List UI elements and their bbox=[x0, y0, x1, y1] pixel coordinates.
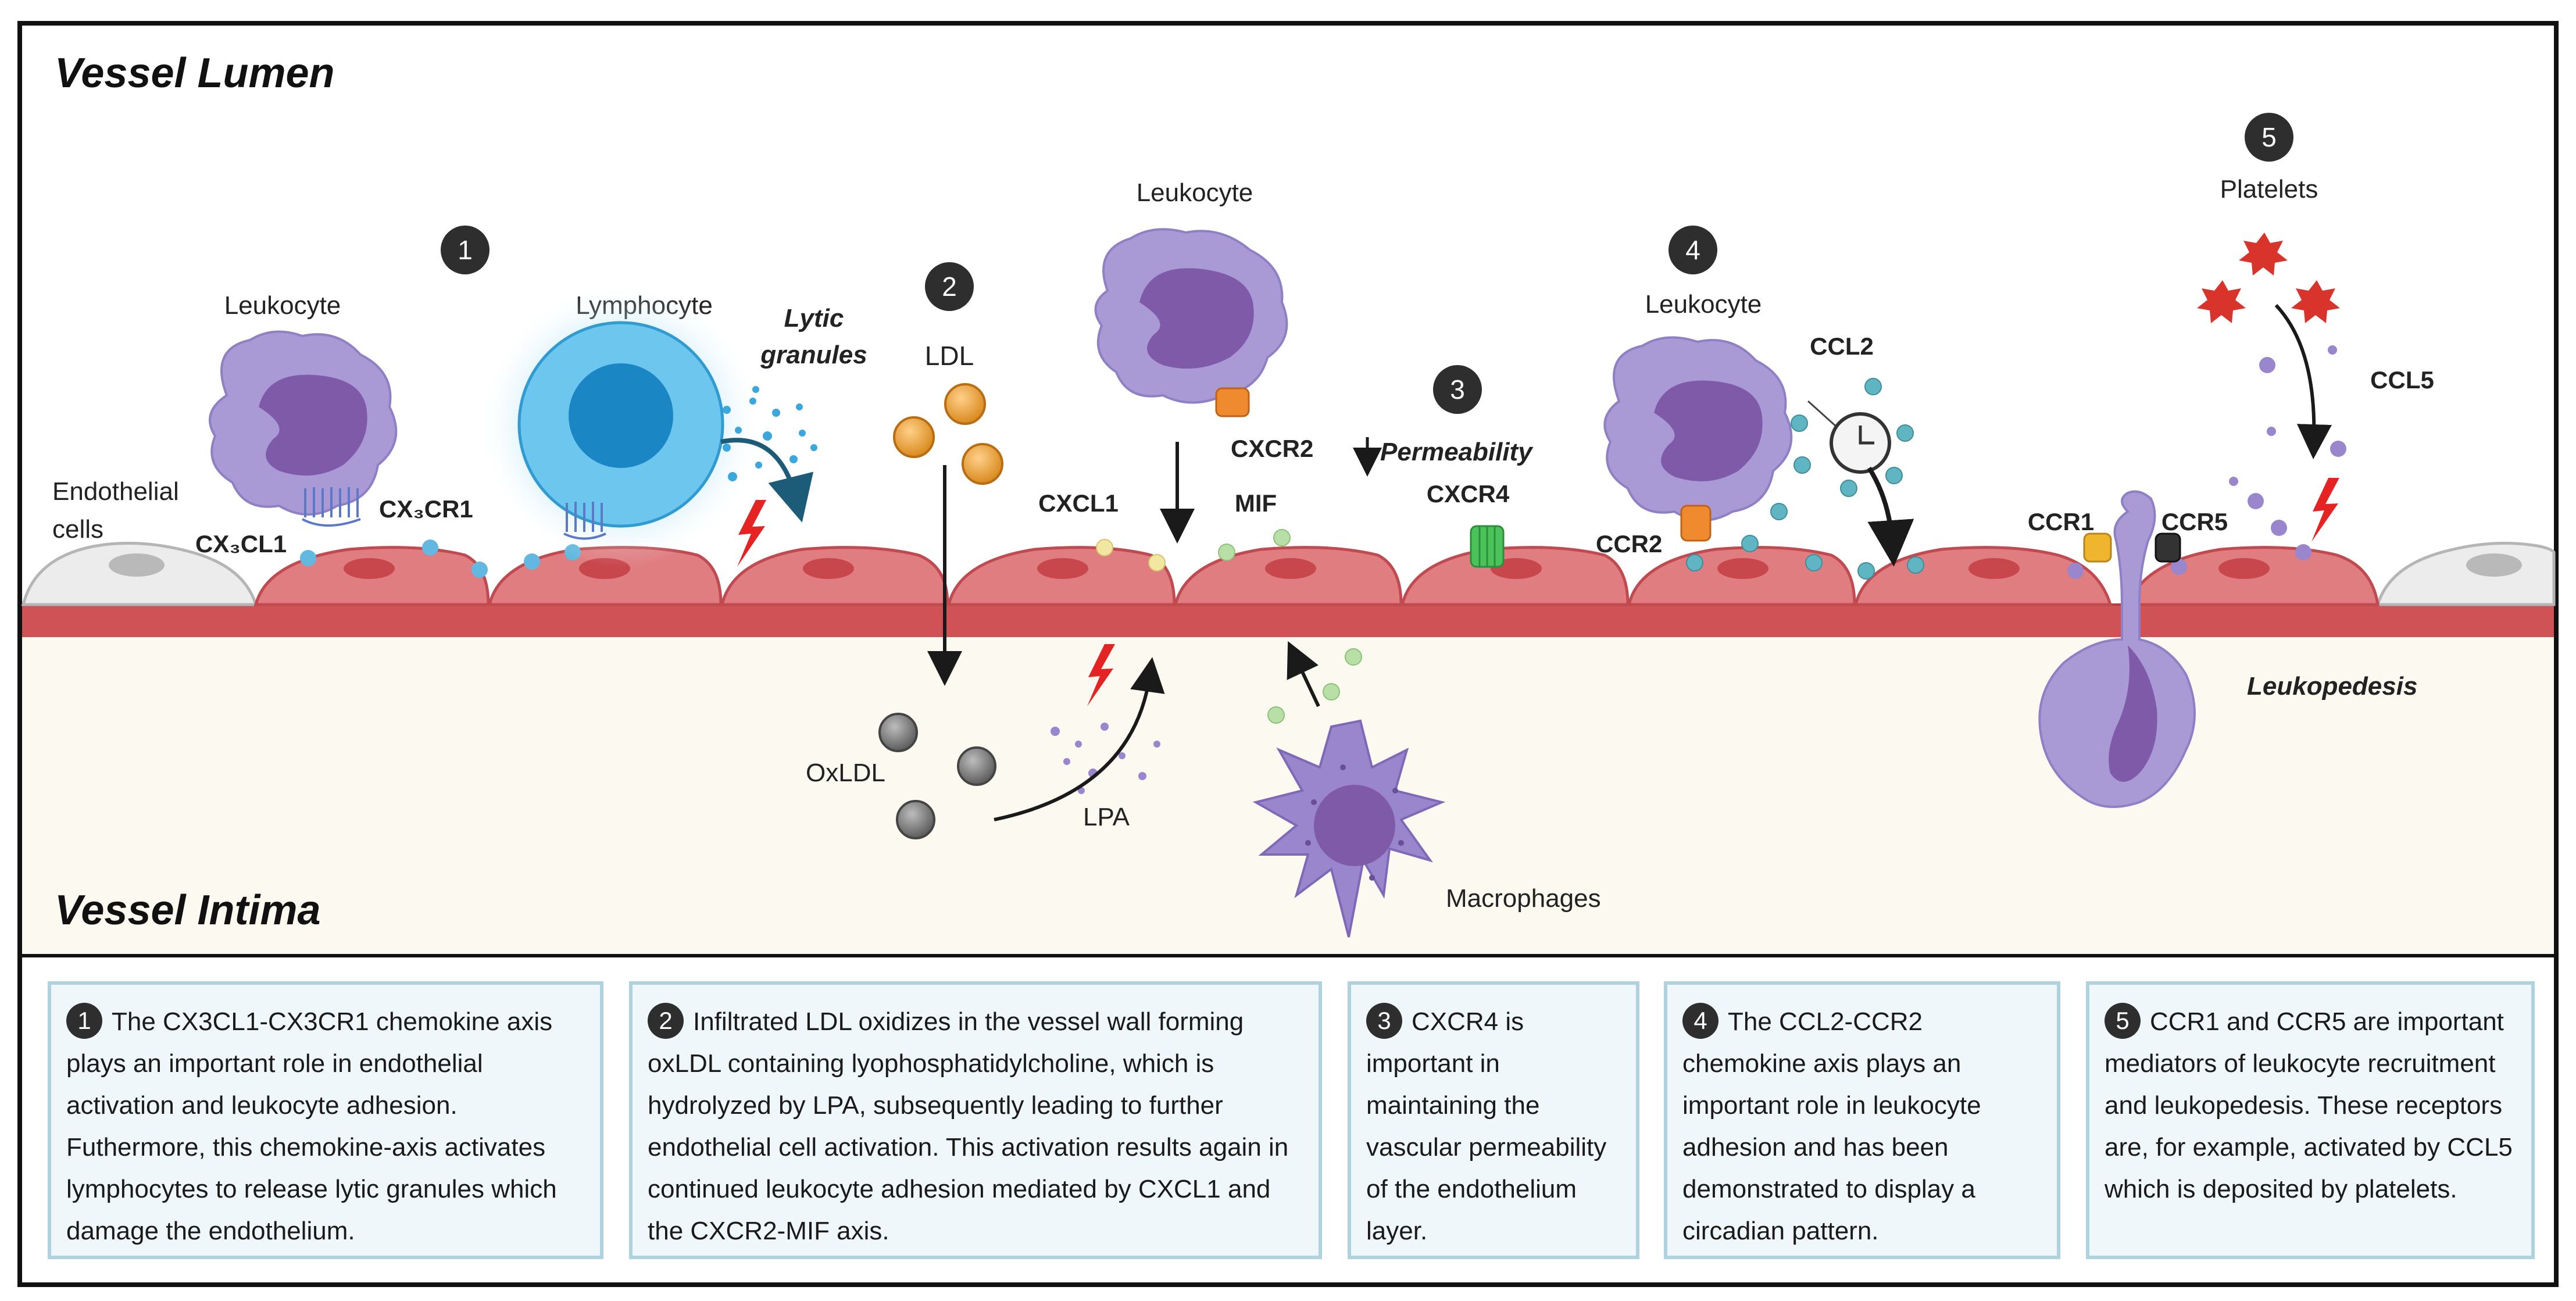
ccr1-receptor-icon bbox=[2083, 532, 2112, 563]
lytic-granules-label-line2: granules bbox=[760, 341, 867, 369]
cx3cl1-label: CX₃CL1 bbox=[195, 530, 287, 557]
legend-number-3: 3 bbox=[1366, 1003, 1402, 1039]
ldl-label: LDL bbox=[925, 341, 974, 371]
step-badge-3: 3 bbox=[1433, 365, 1482, 414]
ccl5-dots bbox=[2067, 345, 2346, 579]
leukocyte-cell-4 bbox=[1603, 336, 1793, 521]
lpa-label: LPA bbox=[1083, 803, 1130, 831]
svg-text:3: 3 bbox=[1450, 374, 1465, 405]
lytic-granules-label-line1: Lytic bbox=[784, 304, 844, 333]
ccl2-pointer-line bbox=[1807, 400, 1838, 428]
ccl5-label: CCL5 bbox=[2370, 366, 2434, 394]
svg-text:4: 4 bbox=[1685, 235, 1700, 265]
ccl2-label: CCL2 bbox=[1810, 333, 1874, 360]
cxcl1-dots bbox=[1096, 539, 1166, 571]
legend-number-5: 5 bbox=[2105, 1003, 2141, 1039]
permeability-label: Permeability bbox=[1380, 438, 1534, 466]
legend-text-2: Infiltrated LDL oxidizes in the vessel w… bbox=[648, 1007, 1289, 1245]
legend-number-2: 2 bbox=[648, 1003, 684, 1039]
step-badge-4: 4 bbox=[1668, 226, 1717, 274]
legend-number-4: 4 bbox=[1682, 1003, 1718, 1039]
cxcr2-label: CXCR2 bbox=[1231, 435, 1313, 462]
leukocyte-label-2: Leukocyte bbox=[1137, 178, 1253, 207]
oxldl-particles bbox=[878, 713, 996, 839]
cxcr4-label: CXCR4 bbox=[1427, 480, 1510, 507]
platelets-label: Platelets bbox=[2220, 175, 2318, 203]
ccr5-label: CCR5 bbox=[2161, 508, 2228, 535]
endothelial-cell bbox=[1173, 546, 1403, 606]
macrophage-cell bbox=[1252, 719, 1446, 938]
ldl-particles bbox=[893, 383, 1003, 485]
cxcr2-receptor-icon bbox=[1215, 387, 1250, 417]
cxcr4-receptor-icon bbox=[1470, 525, 1505, 568]
endothelial-cell-grey-left bbox=[21, 541, 258, 606]
platelet-icon bbox=[2239, 233, 2288, 276]
cx3cr1-label-1: CX₃CR1 bbox=[379, 495, 473, 523]
step-badge-5: 5 bbox=[2245, 113, 2293, 162]
lymphocyte-cell bbox=[478, 282, 763, 567]
platelet-bolt-icon bbox=[2311, 478, 2339, 542]
svg-text:2: 2 bbox=[942, 271, 957, 302]
endothelial-cell bbox=[1400, 546, 1630, 606]
circadian-arrow bbox=[1867, 466, 1914, 567]
endothelial-cells-label-line2: cells bbox=[52, 515, 103, 544]
mif-label: MIF bbox=[1235, 489, 1277, 517]
damage-bolt-icon bbox=[737, 500, 766, 567]
step-badge-1: 1 bbox=[441, 226, 490, 274]
lymphocyte-receptor-icon bbox=[563, 502, 606, 540]
vessel-wall bbox=[22, 605, 2554, 637]
legend-text-3: CXCR4 is important in maintaining the va… bbox=[1366, 1007, 1607, 1245]
leukocyte-cell-2 bbox=[1094, 228, 1288, 404]
endothelial-cell bbox=[946, 546, 1176, 606]
svg-text:5: 5 bbox=[2261, 122, 2277, 152]
legend-text-1: The CX3CL1-CX3CR1 chemokine axis plays a… bbox=[66, 1007, 557, 1245]
ccl5-deposition-arrow bbox=[2274, 303, 2332, 459]
legend-number-1: 1 bbox=[66, 1003, 102, 1039]
legend-text-4: The CCL2-CCR2 chemokine axis plays an im… bbox=[1682, 1007, 1981, 1245]
platelet-icon bbox=[2291, 280, 2340, 323]
mif-dots bbox=[1218, 529, 1362, 724]
intima-title: Vessel Intima bbox=[55, 887, 321, 934]
endothelial-cell-grey-right bbox=[2375, 541, 2556, 606]
endothelial-cell bbox=[2125, 546, 2380, 606]
ccr2-receptor-icon bbox=[1680, 505, 1712, 542]
macrophages-label: Macrophages bbox=[1446, 884, 1601, 913]
transmigrating-leukocyte bbox=[2038, 490, 2196, 808]
platelet-icon bbox=[2197, 280, 2246, 323]
endothelial-cells-label-line1: Endothelial bbox=[52, 477, 179, 506]
lytic-granules-arrow bbox=[720, 438, 814, 523]
svg-text:1: 1 bbox=[458, 235, 473, 265]
oxldl-label: OxLDL bbox=[806, 759, 885, 787]
leukocyte-label-1: Leukocyte bbox=[224, 291, 341, 320]
ccr2-label: CCR2 bbox=[1596, 530, 1662, 557]
cxcl1-label: CXCL1 bbox=[1038, 489, 1119, 517]
ccl2-dots bbox=[1686, 378, 1924, 580]
cx3cr1-receptor-icon bbox=[302, 487, 361, 527]
macrophage-release-arrow bbox=[1287, 641, 1320, 707]
endothelial-cell bbox=[720, 546, 949, 606]
legend-text-5: CCR1 and CCR5 are important mediators of… bbox=[2105, 1007, 2513, 1203]
activation-bolt-icon bbox=[1087, 644, 1115, 706]
ccr5-receptor-icon bbox=[2155, 532, 2181, 563]
leukopedesis-label: Leukopedesis bbox=[2247, 672, 2417, 700]
lpa-activation-arrow bbox=[994, 657, 1165, 821]
endothelial-cell bbox=[1627, 546, 1856, 606]
leukocyte-cell-1 bbox=[209, 330, 398, 516]
leukocyte-label-4: Leukocyte bbox=[1645, 290, 1762, 319]
step-badge-2: 2 bbox=[925, 262, 974, 311]
clock-icon bbox=[1830, 412, 1891, 474]
endothelium-layer bbox=[253, 546, 2380, 606]
ccr1-label: CCR1 bbox=[2028, 508, 2094, 535]
lumen-title: Vessel Lumen bbox=[55, 50, 335, 96]
